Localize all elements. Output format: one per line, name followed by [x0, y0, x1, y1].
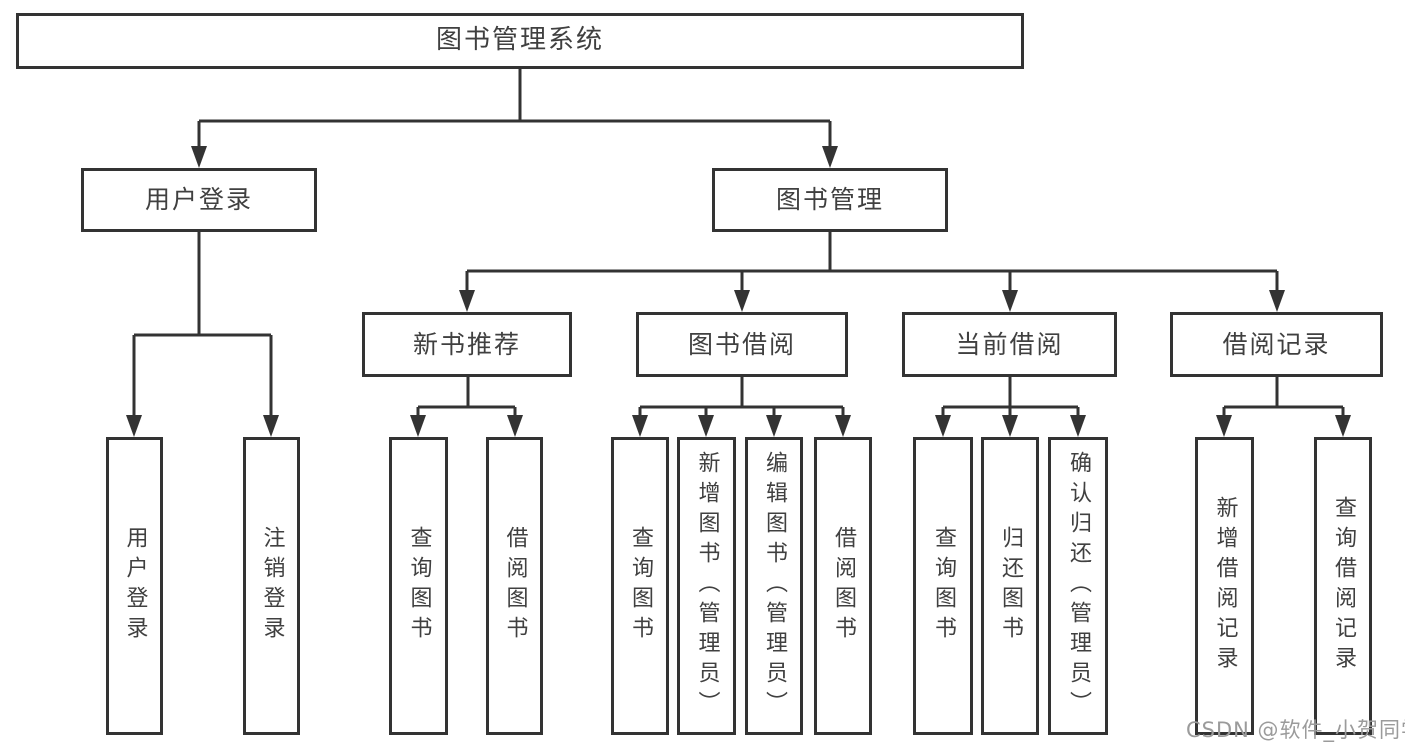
node-borrowing-records: 借阅记录 [1170, 312, 1383, 377]
leaf-query-books-current: 查询图书 [913, 437, 973, 735]
leaf-add-borrowing-record: 新增借阅记录 [1195, 437, 1254, 735]
leaf-return-books: 归还图书 [981, 437, 1039, 735]
leaf-query-borrowing-record: 查询借阅记录 [1314, 437, 1372, 735]
edge-book-management-to-level3 [459, 232, 1285, 312]
edge-user-login-to-leaves [126, 232, 279, 437]
leaf-logout: 注销登录 [243, 437, 300, 735]
leaf-add-books-admin: 新增图书（管理员） [677, 437, 736, 735]
node-library-management-system: 图书管理系统 [16, 13, 1024, 69]
edge-current-borrowing-to-leaves [935, 377, 1086, 437]
leaf-query-books-borrowing: 查询图书 [611, 437, 669, 735]
leaf-borrow-books-recommend: 借阅图书 [486, 437, 543, 735]
leaf-confirm-return-admin: 确认归还（管理员） [1048, 437, 1108, 735]
leaf-query-books-recommend: 查询图书 [389, 437, 448, 735]
node-current-borrowing: 当前借阅 [902, 312, 1117, 377]
node-new-book-recommendation: 新书推荐 [362, 312, 572, 377]
watermark: CSDN @软件_小贺同学 [1186, 718, 1405, 742]
edge-book-borrowing-to-leaves [632, 377, 851, 437]
leaf-edit-books-admin: 编辑图书（管理员） [745, 437, 803, 735]
leaf-borrow-books-borrowing: 借阅图书 [814, 437, 872, 735]
edge-new-book-to-leaves [410, 377, 523, 437]
leaf-user-login: 用户登录 [106, 437, 163, 735]
edge-borrowing-records-to-leaves [1216, 377, 1351, 437]
node-book-borrowing: 图书借阅 [636, 312, 848, 377]
node-book-management: 图书管理 [712, 168, 948, 232]
node-user-login: 用户登录 [81, 168, 317, 232]
edge-root-to-level2 [191, 69, 838, 168]
